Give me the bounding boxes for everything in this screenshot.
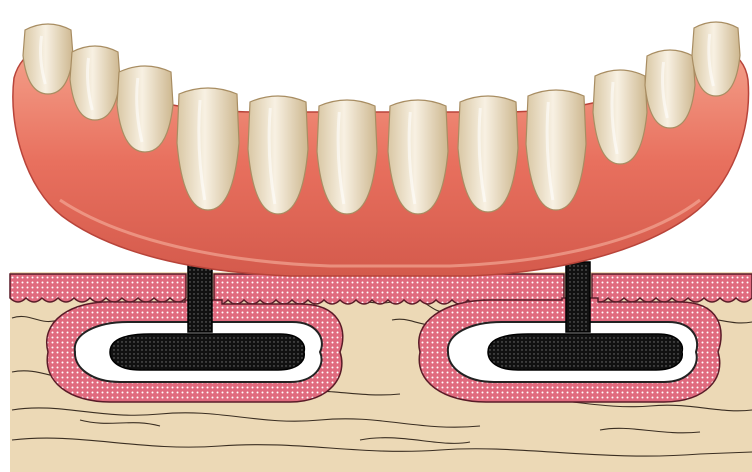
tooth (645, 50, 695, 128)
tooth (70, 46, 120, 120)
tooth (593, 70, 647, 164)
tooth (117, 66, 173, 152)
lower-denture (13, 22, 749, 276)
tooth (692, 22, 740, 96)
tooth (23, 24, 73, 94)
